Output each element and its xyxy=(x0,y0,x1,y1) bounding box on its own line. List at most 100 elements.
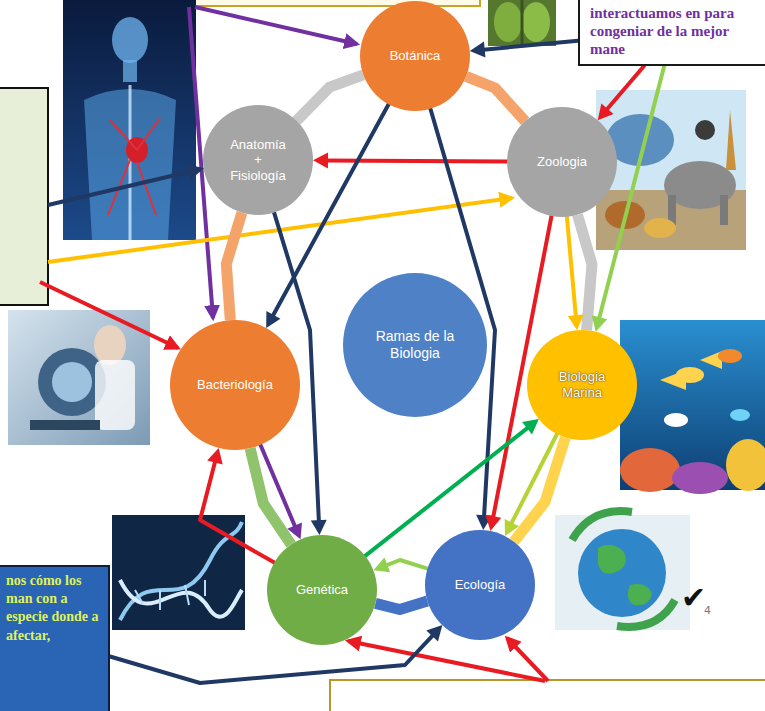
arrow-line xyxy=(510,434,557,526)
anatomy-picture xyxy=(63,0,196,240)
arrow-line xyxy=(599,66,665,321)
branch-circle: Anatomía + Fisiología xyxy=(203,105,313,215)
animals-picture xyxy=(596,90,746,250)
note-text: nos cómo los man con a especie donde a a… xyxy=(6,572,104,645)
sea-life-picture xyxy=(718,349,742,363)
cut-text-box xyxy=(0,88,48,305)
cut-text-box xyxy=(330,680,765,711)
branch-name: Anatomía + Fisiología xyxy=(226,137,290,184)
arrow-line xyxy=(200,459,274,563)
arrow-line xyxy=(324,160,507,161)
sea-life-picture xyxy=(620,320,765,494)
anatomy-picture xyxy=(63,0,196,240)
plant-picture xyxy=(521,0,524,44)
branch-name: Genética xyxy=(296,582,348,598)
text-box: interactuamos en para congeniar de la me… xyxy=(578,0,765,66)
arrow-head xyxy=(373,557,390,572)
arrow-head xyxy=(485,515,501,531)
anatomy-picture xyxy=(123,60,137,82)
branch-circle: Genética xyxy=(267,535,377,645)
leader-arrow xyxy=(40,7,548,681)
branch-name: Ecología xyxy=(455,577,506,593)
anatomy-picture xyxy=(108,118,160,215)
arrow-head xyxy=(426,625,442,641)
arrow-head xyxy=(592,315,607,332)
animals-picture xyxy=(596,90,746,250)
anatomy-picture xyxy=(112,17,148,63)
arrow-connector xyxy=(567,217,584,330)
arrow-head xyxy=(522,419,539,435)
sea-life-picture xyxy=(620,448,680,492)
arrow-head xyxy=(598,104,614,121)
earth-picture xyxy=(572,511,632,540)
dna-picture xyxy=(120,522,242,620)
branch-circle: Zoologia xyxy=(507,107,617,217)
arrow-head xyxy=(207,448,222,465)
leader-arrow xyxy=(507,638,548,681)
branch-circle: Ecología xyxy=(425,530,535,640)
ring-band xyxy=(226,213,242,321)
animals-picture xyxy=(720,195,728,225)
arrow-line xyxy=(384,560,428,569)
sea-life-picture xyxy=(676,367,704,383)
ring-band xyxy=(297,75,364,121)
arrow-connector xyxy=(373,557,427,572)
ring-band xyxy=(578,215,593,330)
ring-band xyxy=(375,601,427,610)
sea-life-picture xyxy=(730,409,750,421)
arrow-connector xyxy=(505,434,557,536)
branch-circle: Botánica xyxy=(360,1,470,111)
ring-band-line xyxy=(226,213,242,321)
earth-picture xyxy=(598,545,652,605)
arrow-line xyxy=(481,41,578,50)
arrow-line xyxy=(110,633,435,683)
text-box: nos cómo los man con a especie donde a a… xyxy=(0,565,110,711)
leader-arrow xyxy=(195,7,357,44)
arrow-head xyxy=(505,519,519,536)
arrow-line xyxy=(567,217,576,319)
dna-picture xyxy=(135,580,205,610)
arrow-head xyxy=(470,42,486,58)
microscope-picture xyxy=(8,310,150,445)
arrow-connector xyxy=(260,445,302,540)
arrow-connector xyxy=(470,41,578,58)
arrow-connector xyxy=(365,419,539,556)
earth-picture xyxy=(555,511,690,630)
cut-text-box xyxy=(330,680,765,711)
branch-circle: Biologia Marina xyxy=(527,330,637,440)
microscope-picture xyxy=(94,325,126,365)
page-number: 4 xyxy=(704,604,711,617)
note-text: interactuamos en para congeniar de la me… xyxy=(590,4,756,58)
arrow-connector xyxy=(200,448,274,563)
check-mark: ✔ xyxy=(681,580,706,615)
dna-picture xyxy=(120,580,242,617)
arrow-head xyxy=(287,522,302,539)
ring-band xyxy=(514,437,566,541)
ring-band xyxy=(250,448,291,544)
earth-picture xyxy=(617,600,675,627)
sea-life-picture xyxy=(664,413,688,427)
branch-name: Ramas de la Biologia xyxy=(369,328,461,362)
central-circle: Ramas de la Biologia xyxy=(343,273,487,417)
ring-band-line xyxy=(375,601,427,610)
animals-picture xyxy=(644,218,676,238)
earth-picture xyxy=(578,529,666,617)
arrow-head xyxy=(313,152,328,168)
plant-picture xyxy=(488,0,556,46)
microscope-picture xyxy=(8,310,150,445)
animals-picture xyxy=(695,120,715,140)
ring-band-line xyxy=(466,76,525,121)
arrow-head xyxy=(568,315,584,331)
sea-life-picture xyxy=(672,462,728,494)
branch-circle: Bacteriología xyxy=(170,320,300,450)
microscope-picture xyxy=(52,362,92,402)
branch-name: Bacteriología xyxy=(197,377,273,393)
arrow-connector xyxy=(313,152,507,168)
branch-name: Botánica xyxy=(390,48,441,64)
ring-band-line xyxy=(250,448,291,544)
plant-picture xyxy=(522,2,550,42)
plant-picture xyxy=(494,2,522,42)
animals-picture xyxy=(726,110,736,170)
branch-name: Zoologia xyxy=(537,154,587,170)
